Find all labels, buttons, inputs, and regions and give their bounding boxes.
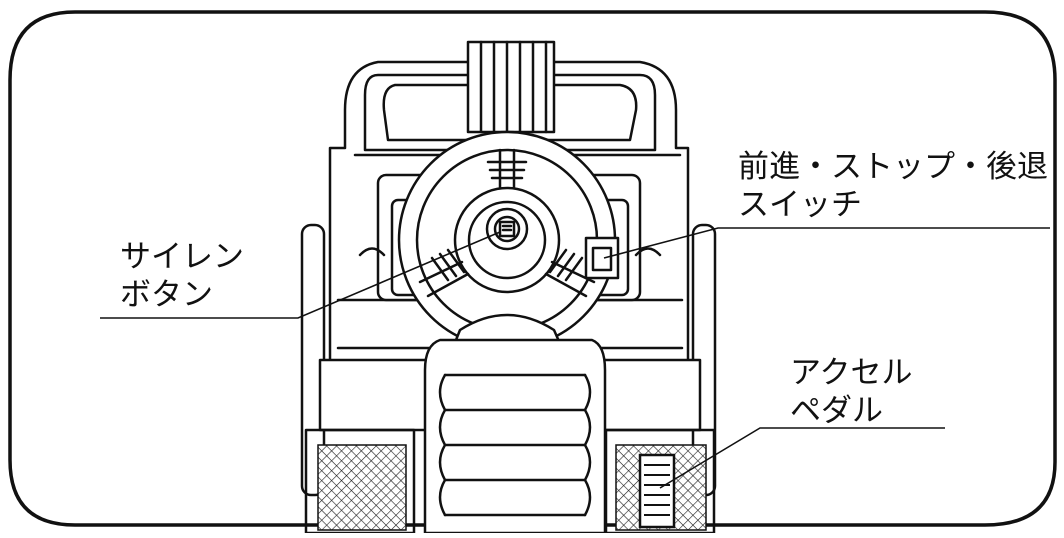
label-accelerator-pedal: アクセル ペダル <box>790 354 912 430</box>
siren-icon <box>498 220 516 238</box>
seat-back-inner <box>382 83 638 142</box>
frame-border <box>8 10 1057 527</box>
spoke-grip-right <box>548 248 584 282</box>
label-pedal-line1: アクセル <box>790 355 913 391</box>
steering-hub-ring <box>467 200 547 280</box>
left-floor-mesh <box>317 444 407 531</box>
hood-rib-ends <box>438 373 592 517</box>
top-rib-block <box>466 40 556 134</box>
top-ribs <box>479 40 548 134</box>
label-switch-line2: スイッチ <box>738 187 862 223</box>
direction-switch-box <box>584 236 620 280</box>
leader-switch <box>603 227 1050 259</box>
leader-siren <box>100 231 501 319</box>
dashboard-vents <box>358 247 662 257</box>
direction-switch-knob <box>591 246 613 272</box>
label-siren-line1: サイレン <box>120 239 244 275</box>
label-switch-line1: 前進・ストップ・後退 <box>738 149 1048 185</box>
label-pedal-line2: ペダル <box>790 393 883 429</box>
label-siren-line2: ボタン <box>120 277 213 313</box>
label-direction-switch: 前進・ストップ・後退 スイッチ <box>738 148 1048 224</box>
leader-pedal <box>659 427 945 489</box>
pedal-grip-lines <box>644 464 670 516</box>
label-siren-button: サイレン ボタン <box>120 238 244 314</box>
spoke-grip-top <box>486 160 528 180</box>
front-hood <box>423 338 607 535</box>
siren-button-inner <box>493 215 521 243</box>
hood-ribs <box>443 373 587 517</box>
